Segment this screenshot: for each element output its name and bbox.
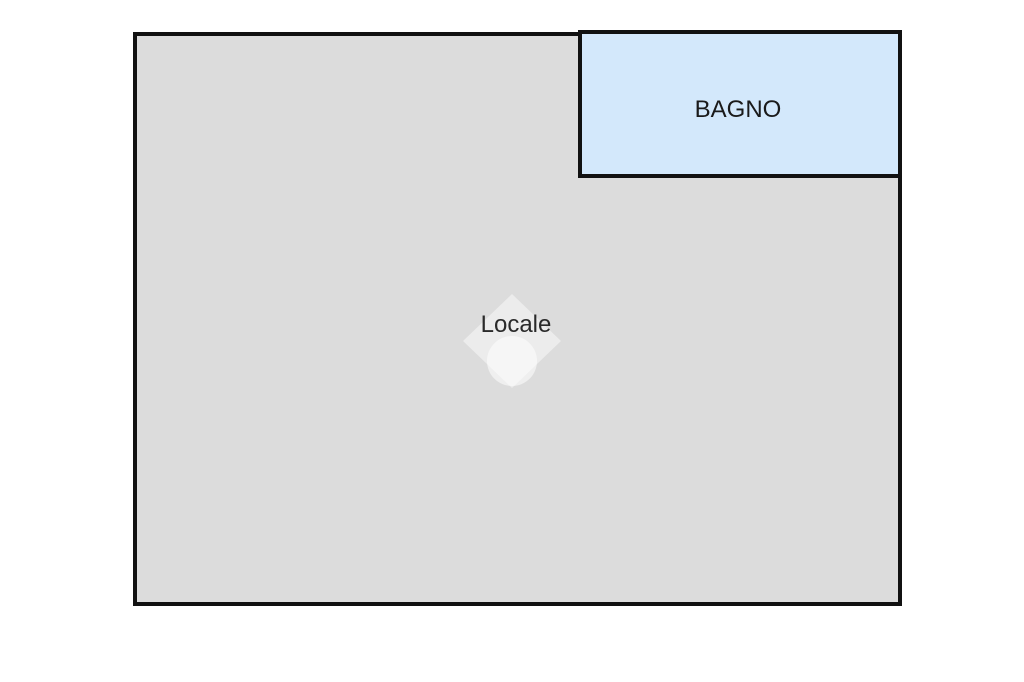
room-bagno bbox=[578, 30, 902, 178]
room-label-locale: Locale bbox=[480, 311, 552, 338]
house-logo-icon bbox=[463, 294, 561, 388]
room-label-bagno: BAGNO bbox=[694, 96, 782, 123]
